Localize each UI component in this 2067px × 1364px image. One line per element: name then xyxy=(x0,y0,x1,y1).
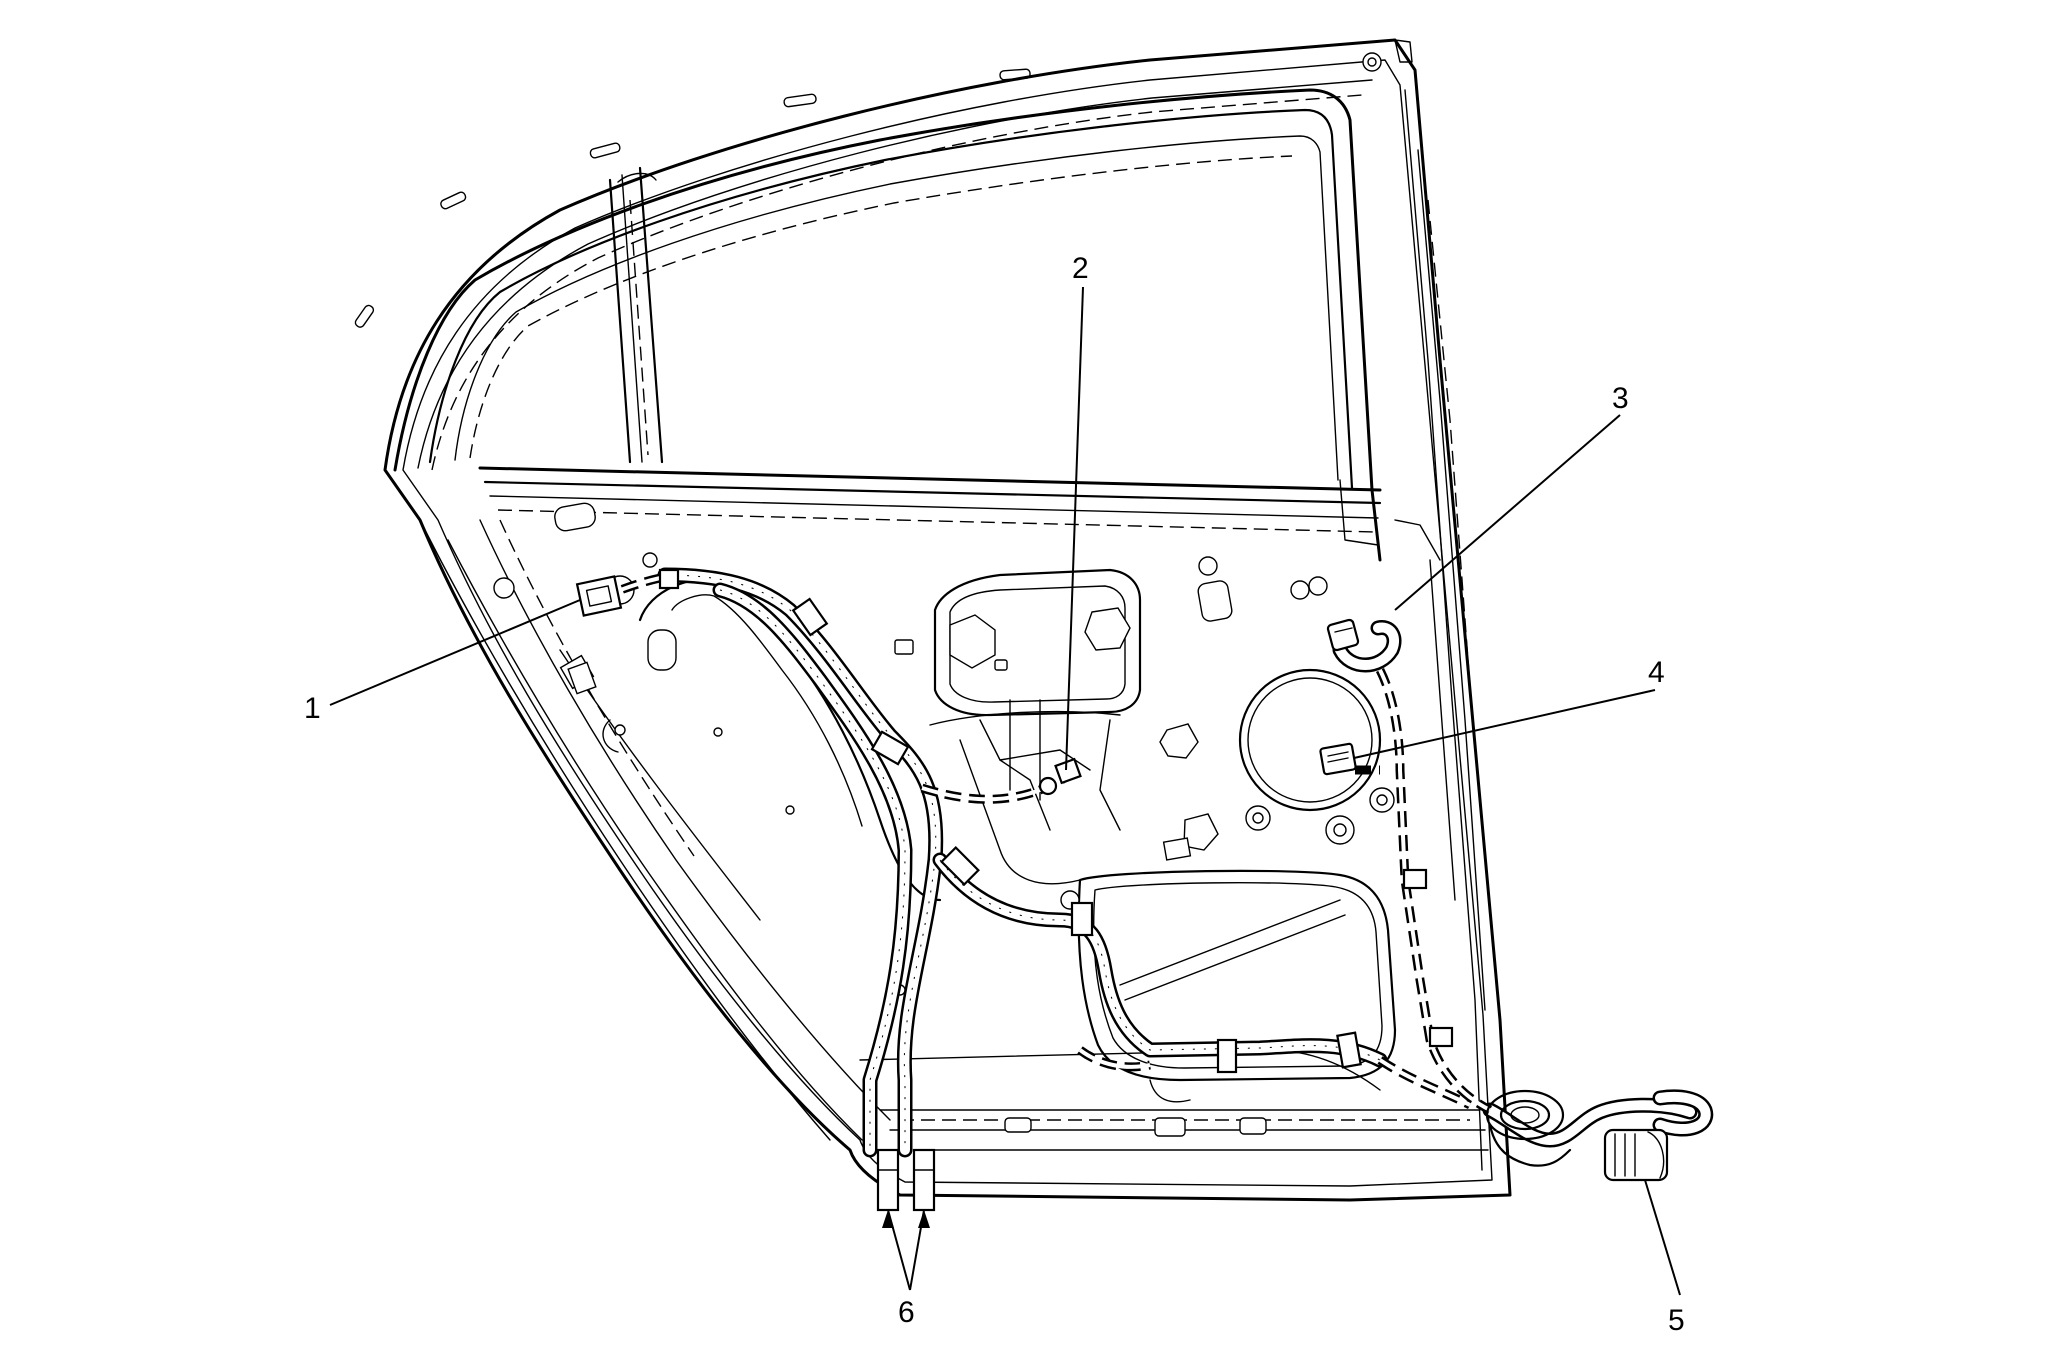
door-inner-panel xyxy=(419,502,1489,1151)
callout-label-6: 6 xyxy=(898,1296,915,1329)
harness-clips xyxy=(658,568,1454,1074)
callout-label-1: 1 xyxy=(304,692,321,725)
harness-connector-4 xyxy=(1319,742,1357,776)
harness-connector-1 xyxy=(575,575,623,617)
harness-connector-3 xyxy=(1326,618,1360,652)
callout-label-2: 2 xyxy=(1072,252,1089,285)
callout-leaders xyxy=(329,286,1681,1296)
door-rear-edge xyxy=(1394,89,1486,1171)
callout-label-5: 5 xyxy=(1668,1304,1685,1337)
door-frame-outline xyxy=(383,38,1512,1202)
body-grommet xyxy=(1485,1089,1572,1167)
wiring-harness xyxy=(657,567,1714,1158)
callout-label-4: 4 xyxy=(1648,656,1665,689)
harness-connector-2 xyxy=(1038,757,1082,796)
harness-connector-5 xyxy=(1603,1128,1669,1182)
harness-connector-6 xyxy=(876,1148,936,1212)
callout-label-3: 3 xyxy=(1612,382,1629,415)
window-frame xyxy=(354,52,1382,562)
speaker-opening xyxy=(1238,668,1382,812)
